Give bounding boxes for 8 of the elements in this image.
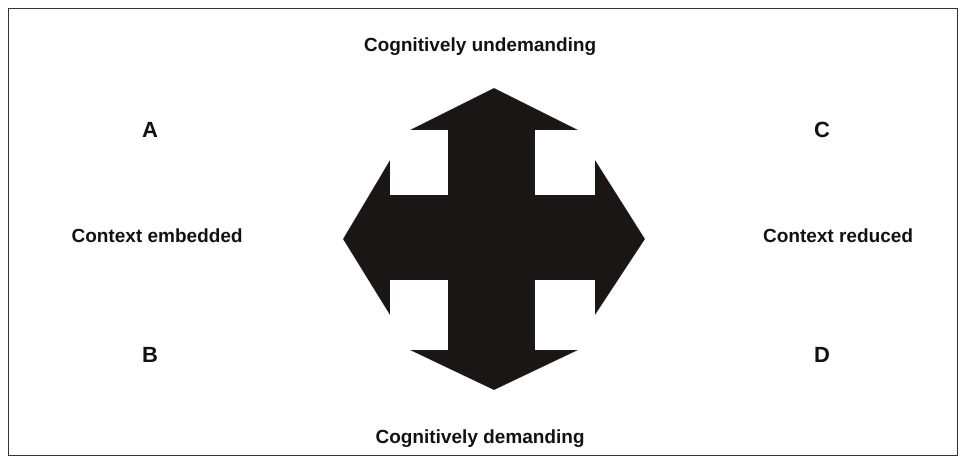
quadrant-letter: B — [142, 342, 158, 368]
quadrant-letter: C — [814, 117, 830, 143]
quadrant-letter: D — [814, 342, 830, 368]
axis-label: Cognitively undemanding — [364, 35, 596, 57]
axis-label: Context embedded — [71, 226, 243, 248]
axis-label: Cognitively demanding — [375, 427, 585, 449]
quadrant-letter: A — [142, 117, 158, 143]
axis-label: Context reduced — [763, 226, 913, 248]
